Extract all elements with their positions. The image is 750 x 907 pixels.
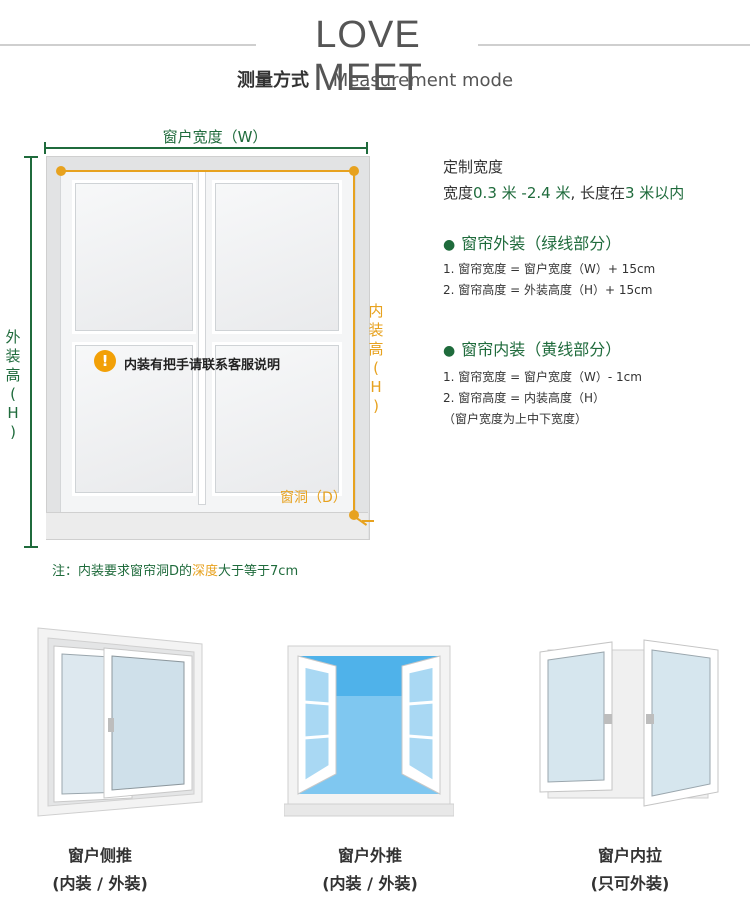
inner-install-title: ●窗帘内装（黄线部分） bbox=[443, 340, 622, 359]
bullet-dot-icon: ● bbox=[443, 343, 456, 359]
right-glass-pane-bottom bbox=[212, 342, 342, 496]
outer-height-label: 外 装 高 ( H ) bbox=[5, 328, 21, 441]
inner-install-item-2: 2. 窗帘高度 = 内装高度（H） bbox=[443, 391, 605, 405]
inner-width-dot-left bbox=[56, 166, 66, 176]
window-sill bbox=[46, 512, 368, 539]
inner-height-label: 内 装 高 ( H ) bbox=[368, 302, 384, 415]
window-type-name: 窗户侧推 bbox=[67, 846, 132, 865]
sliding-window-icon bbox=[34, 622, 210, 818]
inner-install-note: （窗户宽度为上中下宽度） bbox=[443, 412, 588, 426]
window-type-note: (内装 / 外装) bbox=[52, 874, 148, 893]
window-type-note: (内装 / 外装) bbox=[322, 874, 418, 893]
section-title-en: Measurement mode bbox=[332, 70, 514, 91]
width-label: 窗户宽度（W） bbox=[162, 128, 268, 146]
window-type-name: 窗户内拉 bbox=[597, 846, 662, 865]
custom-width-heading: 定制宽度 bbox=[443, 158, 504, 176]
header-left-rule bbox=[0, 44, 256, 46]
outer-height-cap-top bbox=[24, 156, 38, 158]
outer-width-cap-left bbox=[44, 142, 46, 154]
outer-width-cap-right bbox=[366, 142, 368, 154]
section-title: 测量方式 Measurement mode bbox=[0, 66, 750, 92]
window-middle-mullion bbox=[199, 172, 205, 504]
bullet-dot-icon: ● bbox=[443, 237, 456, 253]
custom-width-range: 宽度0.3 米 -2.4 米, 长度在3 米以内 bbox=[443, 184, 685, 202]
footnote: 注：内装要求窗帘洞D的深度大于等于7cm bbox=[52, 564, 299, 579]
outer-width-line bbox=[44, 147, 368, 149]
inner-install-item-1: 1. 窗帘宽度 = 窗户宽度（W）- 1cm bbox=[443, 370, 642, 384]
window-measurement-diagram: 窗户宽度（W） 外 装 高 ( H ) 内 装 高 ( H ) 窗洞（D） ! … bbox=[0, 120, 400, 580]
inward-casement-window-icon bbox=[534, 630, 720, 810]
window-type-name: 窗户外推 bbox=[337, 846, 402, 865]
inner-width-dot-right bbox=[349, 166, 359, 176]
outer-height-cap-bottom bbox=[24, 546, 38, 548]
header-right-rule bbox=[478, 44, 750, 46]
section-title-cn: 测量方式 bbox=[236, 70, 309, 91]
inner-height-line bbox=[353, 172, 355, 514]
outward-casement-window-icon bbox=[283, 642, 455, 818]
brand-title: LOVE MEET bbox=[313, 14, 423, 99]
outer-install-item-1: 1. 窗帘宽度 = 窗户宽度（W）+ 15cm bbox=[443, 262, 656, 276]
outer-height-line bbox=[30, 156, 32, 548]
notice-text: 内装有把手请联系客服说明 bbox=[124, 358, 281, 373]
outer-install-title: ●窗帘外装（绿线部分） bbox=[443, 234, 622, 253]
inner-width-line bbox=[60, 170, 354, 172]
hole-label: 窗洞（D） bbox=[280, 490, 347, 506]
outer-install-item-2: 2. 窗帘高度 = 外装高度（H）+ 15cm bbox=[443, 283, 653, 297]
left-glass-pane-bottom bbox=[72, 342, 196, 496]
left-glass-pane-top bbox=[72, 180, 196, 334]
warning-icon: ! bbox=[94, 350, 116, 372]
hole-depth-cap bbox=[362, 520, 374, 522]
right-glass-pane-top bbox=[212, 180, 342, 334]
window-type-note: (只可外装) bbox=[590, 874, 670, 893]
